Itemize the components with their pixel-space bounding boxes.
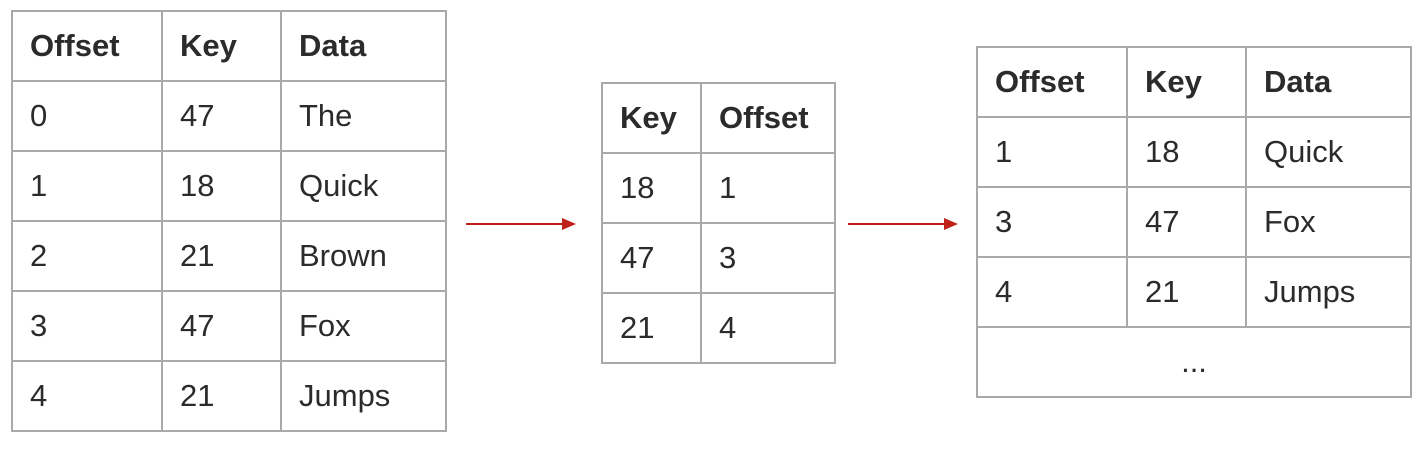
result-cell-key: 21 bbox=[1126, 256, 1247, 328]
source-cell-key: 21 bbox=[161, 360, 282, 432]
result-cell-key: 18 bbox=[1126, 116, 1247, 188]
arrow-right-icon bbox=[848, 218, 958, 230]
index-cell-offset: 3 bbox=[700, 222, 836, 294]
index-cell-offset: 1 bbox=[700, 152, 836, 224]
table-row: 1 18 Quick bbox=[976, 116, 1412, 188]
source-cell-offset: 0 bbox=[11, 80, 163, 152]
source-cell-data: Jumps bbox=[280, 360, 447, 432]
source-table-header-row: Offset Key Data bbox=[11, 10, 447, 82]
source-cell-key: 21 bbox=[161, 220, 282, 292]
arrow-head bbox=[562, 218, 576, 230]
arrow-head bbox=[944, 218, 958, 230]
table-row: 3 47 Fox bbox=[11, 290, 447, 362]
index-table: Key Offset 18 1 47 3 21 4 bbox=[601, 82, 836, 364]
index-cell-key: 47 bbox=[601, 222, 702, 294]
source-cell-key: 47 bbox=[161, 290, 282, 362]
source-cell-key: 18 bbox=[161, 150, 282, 222]
result-cell-key: 47 bbox=[1126, 186, 1247, 258]
source-header-offset: Offset bbox=[11, 10, 163, 82]
source-cell-offset: 2 bbox=[11, 220, 163, 292]
result-table: Offset Key Data 1 18 Quick 3 47 Fox 4 21… bbox=[976, 46, 1412, 398]
result-header-key: Key bbox=[1126, 46, 1247, 118]
source-cell-data: Brown bbox=[280, 220, 447, 292]
result-cell-data: Quick bbox=[1245, 116, 1412, 188]
table-row: 1 18 Quick bbox=[11, 150, 447, 222]
index-cell-key: 21 bbox=[601, 292, 702, 364]
source-cell-key: 47 bbox=[161, 80, 282, 152]
result-cell-offset: 4 bbox=[976, 256, 1128, 328]
arrow-right-icon bbox=[466, 218, 576, 230]
source-header-data: Data bbox=[280, 10, 447, 82]
source-table: Offset Key Data 0 47 The 1 18 Quick 2 21… bbox=[11, 10, 447, 432]
source-cell-data: Fox bbox=[280, 290, 447, 362]
result-cell-data: Jumps bbox=[1245, 256, 1412, 328]
continuation-ellipsis: ... bbox=[976, 326, 1412, 398]
source-header-key: Key bbox=[161, 10, 282, 82]
table-row: 4 21 Jumps bbox=[976, 256, 1412, 328]
source-cell-offset: 3 bbox=[11, 290, 163, 362]
result-cell-offset: 1 bbox=[976, 116, 1128, 188]
source-cell-data: The bbox=[280, 80, 447, 152]
table-row: 21 4 bbox=[601, 292, 836, 364]
index-header-key: Key bbox=[601, 82, 702, 154]
table-row: 2 21 Brown bbox=[11, 220, 447, 292]
index-cell-key: 18 bbox=[601, 152, 702, 224]
source-cell-offset: 1 bbox=[11, 150, 163, 222]
table-row: 0 47 The bbox=[11, 80, 447, 152]
source-cell-data: Quick bbox=[280, 150, 447, 222]
table-row: 4 21 Jumps bbox=[11, 360, 447, 432]
table-row: 47 3 bbox=[601, 222, 836, 294]
result-table-header-row: Offset Key Data bbox=[976, 46, 1412, 118]
result-cell-data: Fox bbox=[1245, 186, 1412, 258]
result-cell-offset: 3 bbox=[976, 186, 1128, 258]
table-row-continuation: ... bbox=[976, 326, 1412, 398]
source-cell-offset: 4 bbox=[11, 360, 163, 432]
table-row: 3 47 Fox bbox=[976, 186, 1412, 258]
index-header-offset: Offset bbox=[700, 82, 836, 154]
index-cell-offset: 4 bbox=[700, 292, 836, 364]
result-header-data: Data bbox=[1245, 46, 1412, 118]
index-table-header-row: Key Offset bbox=[601, 82, 836, 154]
table-row: 18 1 bbox=[601, 152, 836, 224]
result-header-offset: Offset bbox=[976, 46, 1128, 118]
